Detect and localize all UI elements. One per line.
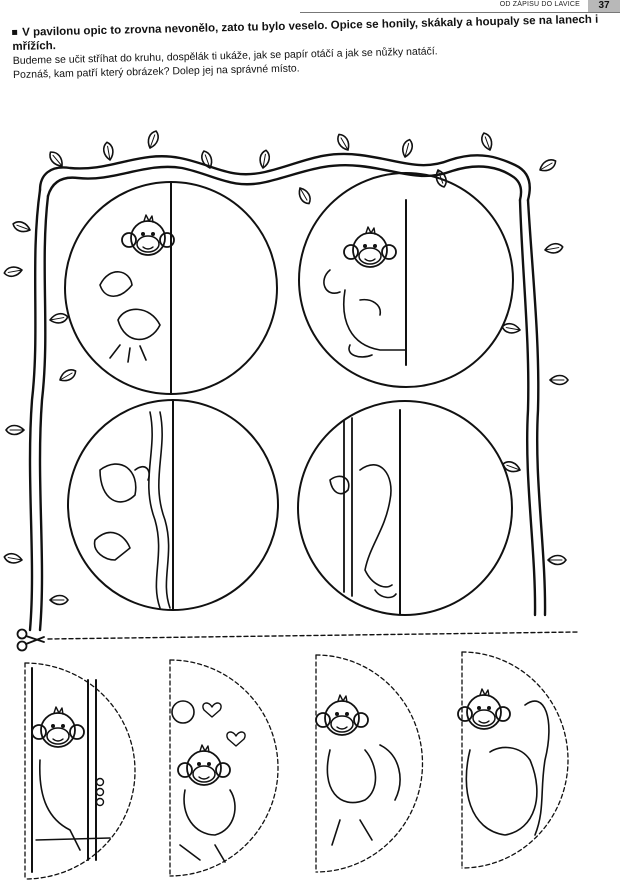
cut-line (47, 631, 579, 640)
cutout-piece-2[interactable] (169, 659, 279, 877)
monkey-drawing (177, 744, 231, 786)
page-number: 37 (588, 0, 620, 12)
circle-bottom-left[interactable] (67, 399, 279, 611)
header-divider (300, 12, 620, 13)
monkey-drawing (343, 226, 397, 268)
cutout-piece-4[interactable] (457, 651, 569, 869)
leaf-icon (2, 128, 569, 606)
circle-top-left[interactable] (64, 181, 278, 395)
page-header: OD ZÁPISU DO LAVICE 37 (500, 0, 620, 12)
circle-top-right[interactable] (298, 172, 514, 388)
cutout-piece-1[interactable] (24, 662, 136, 880)
monkey-drawing (121, 214, 175, 256)
monkey-drawing (457, 688, 511, 730)
cutout-piece-3[interactable] (315, 654, 424, 873)
monkey-drawing (31, 706, 85, 748)
monkey-drawing (315, 694, 369, 736)
section-title: OD ZÁPISU DO LAVICE (499, 1, 580, 8)
circle-bottom-right[interactable] (297, 400, 513, 616)
scissors-icon (16, 628, 45, 652)
vine-frame (28, 152, 547, 632)
